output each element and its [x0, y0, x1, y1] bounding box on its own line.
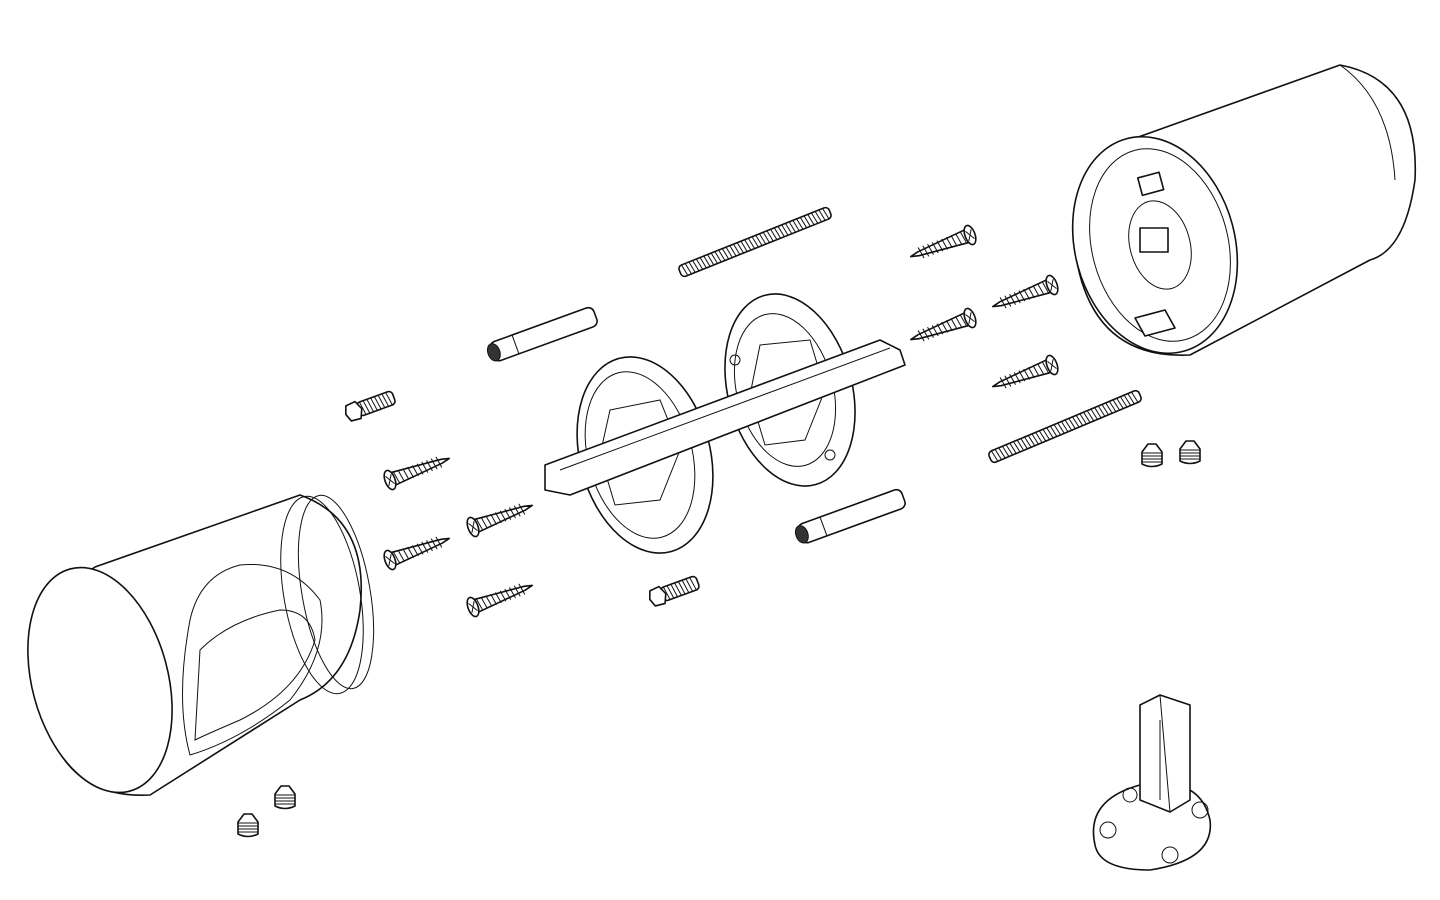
threaded-rods — [678, 206, 1142, 464]
wood-screws — [383, 224, 1059, 618]
left-knob — [27, 494, 375, 796]
threaded-sleeve — [794, 488, 906, 544]
set-screw — [274, 785, 296, 810]
set-screw — [237, 813, 259, 838]
right-knob — [1071, 64, 1417, 356]
threaded-sleeve — [486, 306, 598, 362]
wood-screw — [909, 307, 977, 342]
set-screw — [1141, 443, 1163, 468]
spindle-adapter — [1092, 694, 1212, 871]
wood-screw — [466, 503, 534, 538]
wood-screw — [909, 224, 977, 259]
wood-screw — [991, 354, 1059, 389]
hex-bolt — [648, 575, 700, 607]
spindle — [544, 339, 906, 496]
threaded-rod — [988, 389, 1142, 464]
hex-bolt — [344, 390, 396, 422]
threaded-rod — [678, 206, 832, 278]
wood-screw — [383, 456, 451, 491]
fasteners — [237, 306, 1201, 838]
set-screw — [1179, 440, 1201, 465]
wood-screw — [991, 274, 1059, 309]
wood-screw — [383, 536, 451, 571]
wood-screw — [466, 583, 534, 618]
